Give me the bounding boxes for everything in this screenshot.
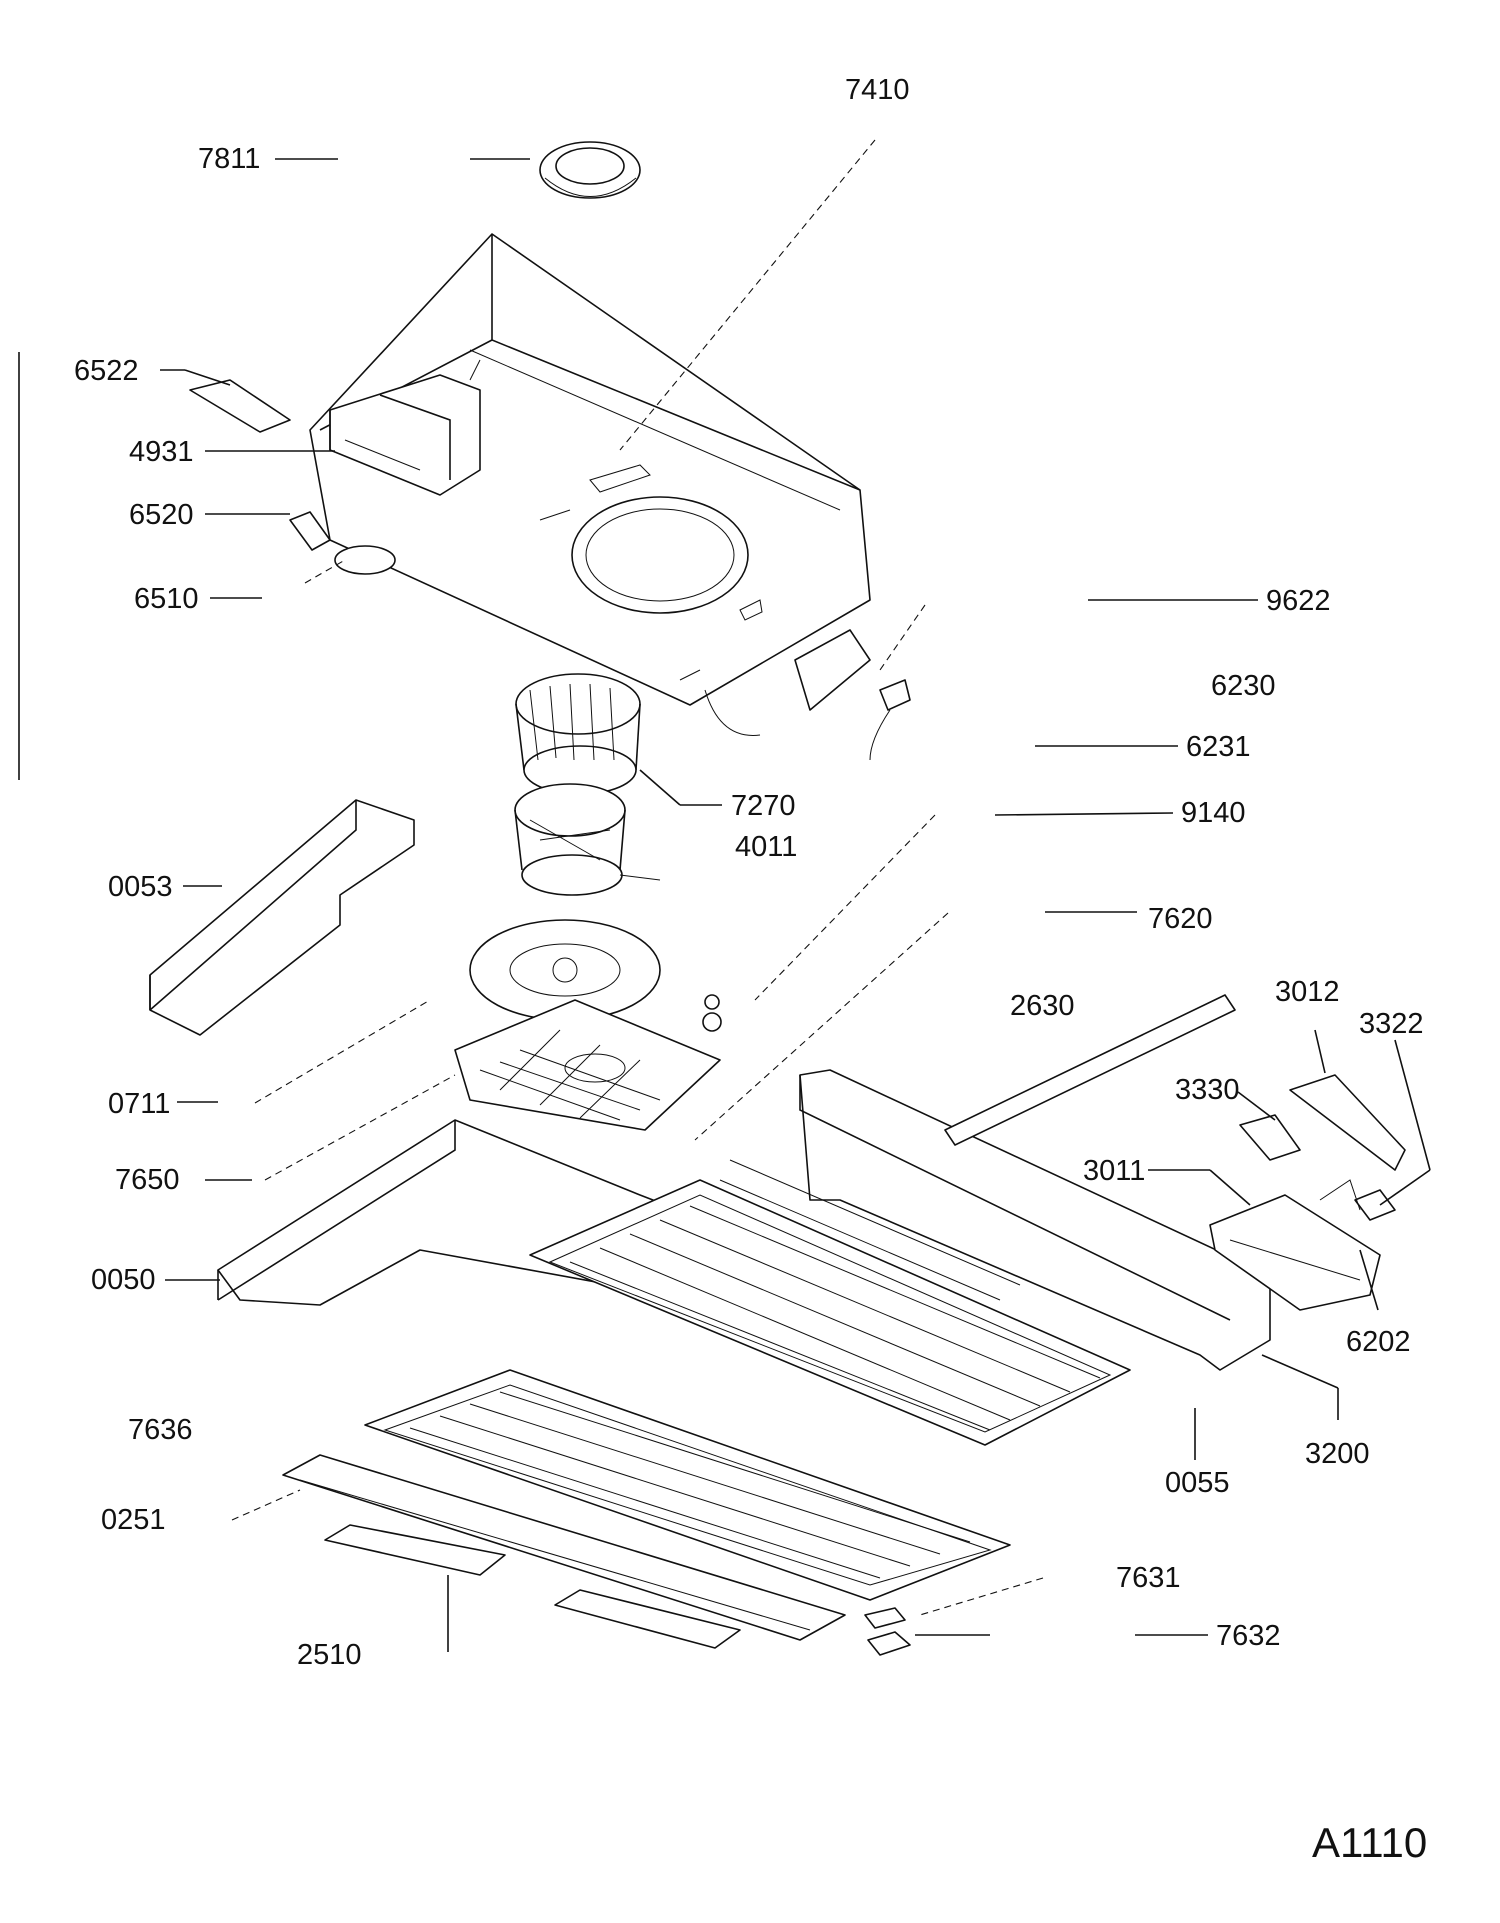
label-7632: 7632 <box>1216 1620 1281 1652</box>
part-7811-ring <box>539 141 641 199</box>
label-9622: 9622 <box>1266 585 1331 617</box>
label-0050: 0050 <box>91 1264 156 1296</box>
part-7620-upper-filter <box>529 1179 1131 1446</box>
part-0251-front-panel <box>282 1454 846 1641</box>
label-7811: 7811 <box>198 143 261 175</box>
label-6230: 6230 <box>1211 670 1276 702</box>
part-6522-lamp-cover <box>189 379 291 433</box>
part-7636-lower-filter <box>364 1369 1011 1601</box>
part-7650-grille-cover <box>454 999 721 1131</box>
label-0055: 0055 <box>1165 1467 1230 1499</box>
part-7410-hood-casing <box>309 233 871 706</box>
label-2630: 2630 <box>1010 990 1075 1022</box>
label-6202: 6202 <box>1346 1326 1411 1358</box>
part-0711-motor-plate <box>469 919 722 1032</box>
label-3322: 3322 <box>1359 1008 1424 1040</box>
part-2630-rail <box>944 994 1236 1146</box>
part-control-assembly <box>1209 1074 1406 1311</box>
label-3011: 3011 <box>1083 1155 1146 1187</box>
label-6510: 6510 <box>134 583 199 615</box>
label-0711: 0711 <box>108 1088 171 1120</box>
part-4931-switch-housing <box>329 374 481 496</box>
label-3200: 3200 <box>1305 1438 1370 1470</box>
part-2510-light-covers <box>324 1524 741 1649</box>
label-3012: 3012 <box>1275 976 1340 1008</box>
label-7631: 7631 <box>1116 1562 1181 1594</box>
part-7270-fan-wheel <box>515 673 641 795</box>
label-7650: 7650 <box>115 1164 180 1196</box>
part-0055-drawer <box>719 1069 1271 1371</box>
label-0251: 0251 <box>101 1504 166 1536</box>
label-4931: 4931 <box>129 436 194 468</box>
label-9140: 9140 <box>1181 797 1246 829</box>
part-7631-7632-clips <box>864 1607 911 1656</box>
drawing-id: A1110 <box>1312 1819 1428 1866</box>
label-6522: 6522 <box>74 355 139 387</box>
part-0053-channel <box>149 799 415 1036</box>
label-7636: 7636 <box>128 1414 193 1446</box>
label-2510: 2510 <box>297 1639 362 1671</box>
part-cable-terminal <box>704 629 911 761</box>
label-3330: 3330 <box>1175 1074 1240 1106</box>
label-6520: 6520 <box>129 499 194 531</box>
label-7620: 7620 <box>1148 903 1213 935</box>
label-7410: 7410 <box>845 74 910 106</box>
part-6520-bulb <box>289 511 396 575</box>
label-6231: 6231 <box>1186 731 1251 763</box>
label-0053: 0053 <box>108 871 173 903</box>
part-4011-motor <box>514 783 661 896</box>
assembly-lines <box>231 139 1044 1616</box>
label-7270: 7270 <box>731 790 796 822</box>
label-4011: 4011 <box>735 831 798 863</box>
leader-lines <box>160 158 1431 1652</box>
